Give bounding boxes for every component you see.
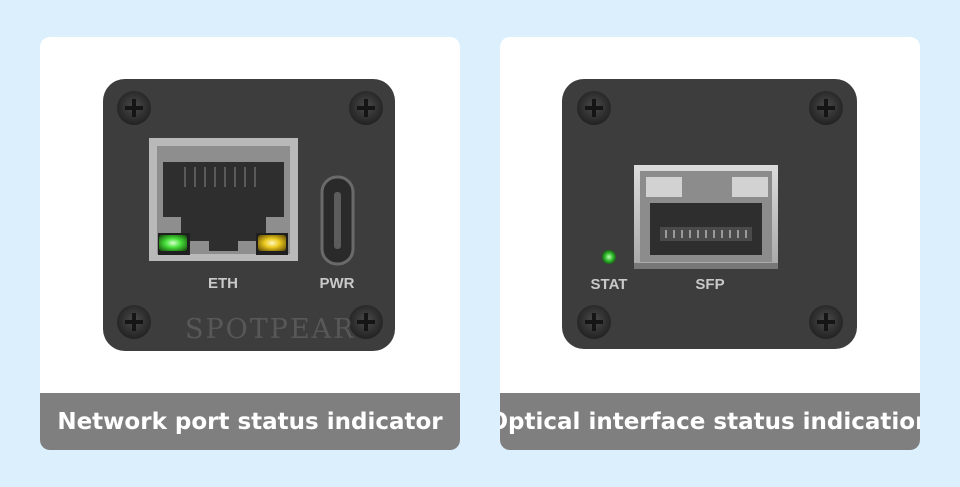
ethernet-device-photo: ETH PWR SPOTPEAR [103, 79, 395, 351]
eth-label: ETH [208, 275, 238, 292]
screw-icon [349, 305, 383, 339]
screw-icon [809, 305, 843, 339]
network-port-card: ETH PWR SPOTPEAR Network port status ind… [40, 37, 460, 450]
activity-led [258, 235, 286, 251]
screw-icon [577, 305, 611, 339]
screw-icon [349, 91, 383, 125]
screw-icon [117, 305, 151, 339]
watermark: SPOTPEAR [185, 314, 356, 345]
pwr-label: PWR [320, 275, 355, 292]
stat-led [602, 250, 616, 264]
screw-icon [577, 91, 611, 125]
screw-icon [117, 91, 151, 125]
optical-interface-card: STAT SFP Optical interface status indica… [500, 37, 920, 450]
link-led [159, 235, 187, 251]
caption-text: Network port status indicator [57, 408, 443, 435]
stat-label: STAT [591, 276, 628, 293]
sfp-device-photo: STAT SFP [562, 79, 857, 349]
usb-c-power-port [320, 175, 355, 266]
sfp-port [634, 165, 778, 269]
caption-bar: Optical interface status indication [500, 393, 920, 450]
caption-text: Optical interface status indication [500, 408, 920, 435]
screw-icon [809, 91, 843, 125]
caption-bar: Network port status indicator [40, 393, 460, 450]
sfp-label: SFP [695, 276, 724, 293]
